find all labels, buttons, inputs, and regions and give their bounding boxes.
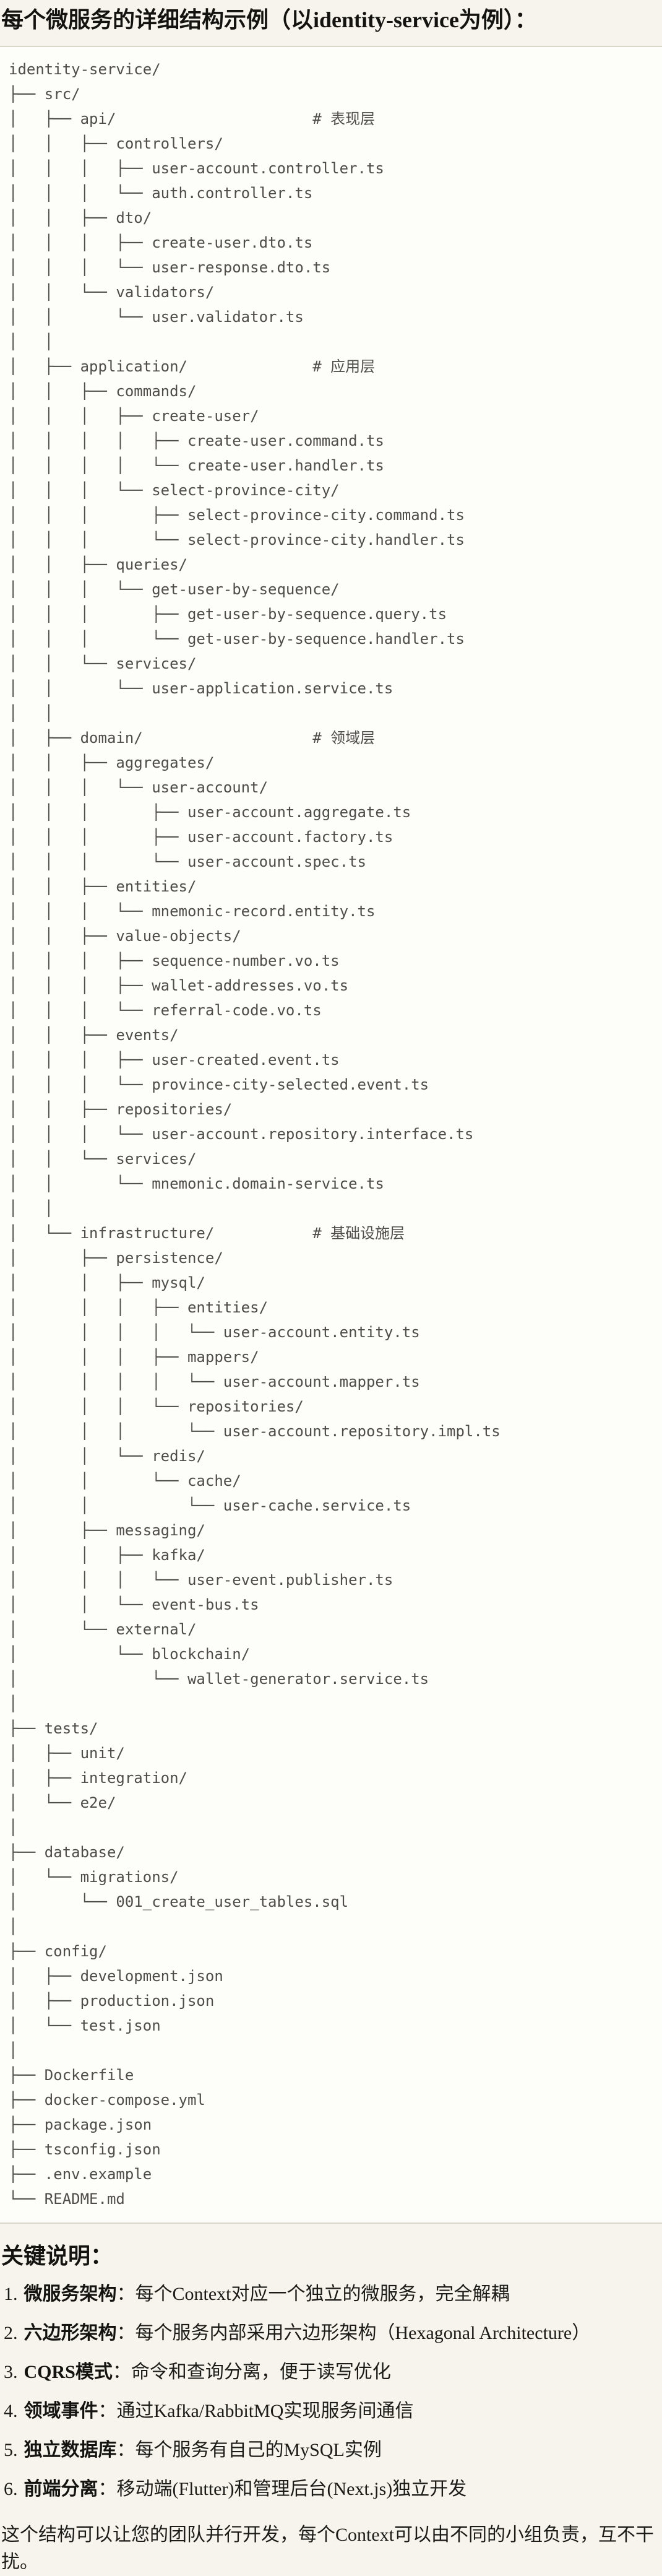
note-item-hexagonal: 2. 六边形架构：每个服务内部采用六边形架构（Hexagonal Architec… bbox=[4, 2320, 662, 2347]
note-term: 领域事件 bbox=[24, 2401, 98, 2421]
note-number: 3. bbox=[4, 2362, 18, 2382]
note-number: 5. bbox=[4, 2440, 18, 2460]
note-text: ：通过Kafka/RabbitMQ实现服务间通信 bbox=[98, 2401, 414, 2421]
note-text: ：每个服务内部采用六边形架构（Hexagonal Architecture） bbox=[116, 2323, 591, 2343]
note-text: ：命令和查询分离，便于读写优化 bbox=[112, 2362, 391, 2382]
note-item-frontend-split: 6. 前端分离：移动端(Flutter)和管理后台(Next.js)独立开发 bbox=[4, 2476, 662, 2503]
note-text: ：每个Context对应一个独立的微服务，完全解耦 bbox=[116, 2284, 510, 2304]
chat-message-content: 每个微服务的详细结构示例（以identity-service为例）： ident… bbox=[0, 5, 662, 2576]
note-number: 4. bbox=[4, 2401, 18, 2421]
note-number: 1. bbox=[4, 2284, 18, 2304]
note-term: 微服务架构 bbox=[24, 2284, 117, 2304]
directory-tree-code-block: identity-service/ ├── src/ │ ├── api/ # … bbox=[0, 46, 662, 2224]
note-number: 2. bbox=[4, 2323, 18, 2343]
note-term: 六边形架构 bbox=[24, 2323, 117, 2343]
notes-heading: 关键说明： bbox=[1, 2244, 113, 2268]
note-item-microservice: 1. 微服务架构：每个Context对应一个独立的微服务，完全解耦 bbox=[4, 2281, 662, 2308]
notes-list: 1. 微服务架构：每个Context对应一个独立的微服务，完全解耦 2. 六边形架构… bbox=[0, 2281, 662, 2503]
note-item-independent-db: 5. 独立数据库：每个服务有自己的MySQL实例 bbox=[4, 2437, 662, 2464]
note-text: ：移动端(Flutter)和管理后台(Next.js)独立开发 bbox=[98, 2479, 467, 2499]
note-item-domain-events: 4. 领域事件：通过Kafka/RabbitMQ实现服务间通信 bbox=[4, 2398, 662, 2425]
note-number: 6. bbox=[4, 2479, 18, 2499]
note-term: 前端分离 bbox=[24, 2479, 98, 2499]
document-page: { "page": { "title": "每个微服务的详细结构示例（以iden… bbox=[0, 5, 662, 2572]
note-term: 独立数据库 bbox=[24, 2440, 117, 2460]
note-term: CQRS模式 bbox=[24, 2362, 113, 2382]
note-text: ：每个服务有自己的MySQL实例 bbox=[116, 2440, 382, 2460]
page-title: 每个微服务的详细结构示例（以identity-service为例）： bbox=[1, 7, 537, 32]
note-item-cqrs: 3. CQRS模式：命令和查询分离，便于读写优化 bbox=[4, 2359, 662, 2386]
closing-paragraph: 这个结构可以让您的团队并行开发，每个Context可以由不同的小组负责，互不干扰… bbox=[1, 2525, 654, 2572]
